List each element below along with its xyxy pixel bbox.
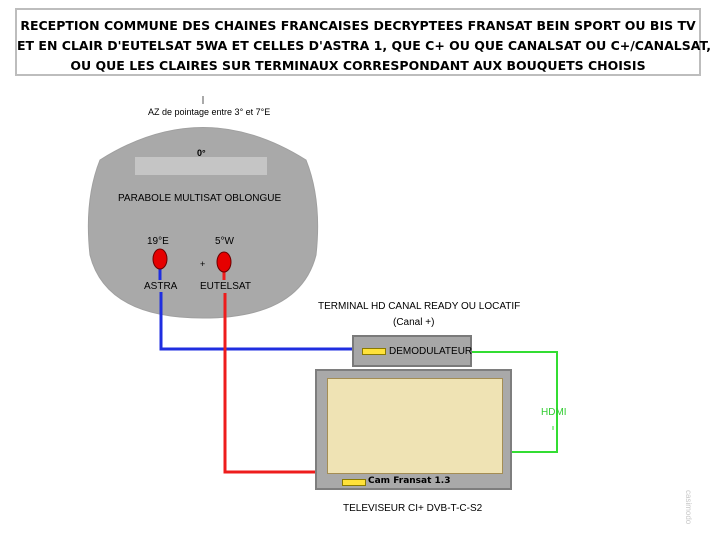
dish-reflection bbox=[135, 157, 267, 175]
terminal-box: DEMODULATEUR bbox=[352, 335, 472, 367]
title-box: RECEPTION COMMUNE DES CHAINES FRANCAISES… bbox=[15, 8, 711, 76]
astra-lnb bbox=[152, 248, 168, 270]
terminal-subtitle: (Canal +) bbox=[393, 317, 435, 328]
hdmi-cable bbox=[472, 351, 558, 453]
zero-degree-label: 0° bbox=[197, 148, 206, 158]
astra-label: ASTRA bbox=[144, 281, 178, 292]
tv-screen bbox=[327, 378, 503, 474]
watermark: casimodo bbox=[684, 490, 693, 525]
dish-shape bbox=[87, 127, 319, 319]
cam-label: Cam Fransat 1.3 bbox=[368, 476, 451, 486]
eutelsat-label: EUTELSAT bbox=[200, 281, 251, 292]
dish-name: PARABOLE MULTISAT OBLONGUE bbox=[118, 193, 282, 204]
plus-sign: + bbox=[200, 259, 206, 269]
title-line-2: ET EN CLAIR D'EUTELSAT 5WA ET CELLES D'A… bbox=[17, 38, 711, 53]
cam-slot-icon bbox=[342, 479, 366, 486]
astra-angle: 19°E bbox=[147, 236, 169, 247]
television: Cam Fransat 1.3 bbox=[315, 369, 512, 490]
card-slot-icon bbox=[362, 348, 386, 355]
pointing-label: AZ de pointage entre 3° et 7°E bbox=[148, 107, 271, 117]
eutelsat-lnb bbox=[216, 251, 232, 273]
terminal-label: DEMODULATEUR bbox=[389, 346, 473, 357]
title-line-3: OU QUE LES CLAIRES SUR TERMINAUX CORRESP… bbox=[70, 58, 646, 73]
terminal-title: TERMINAL HD CANAL READY OU LOCATIF bbox=[318, 301, 521, 312]
hdmi-label: HDMI bbox=[541, 407, 567, 418]
title-line-1: RECEPTION COMMUNE DES CHAINES FRANCAISES… bbox=[20, 18, 696, 33]
tv-label: TELEVISEUR CI+ DVB-T-C-S2 bbox=[343, 503, 483, 514]
eutelsat-angle: 5°W bbox=[215, 236, 234, 247]
astra-cable bbox=[159, 292, 354, 351]
eutelsat-cable bbox=[223, 293, 315, 474]
